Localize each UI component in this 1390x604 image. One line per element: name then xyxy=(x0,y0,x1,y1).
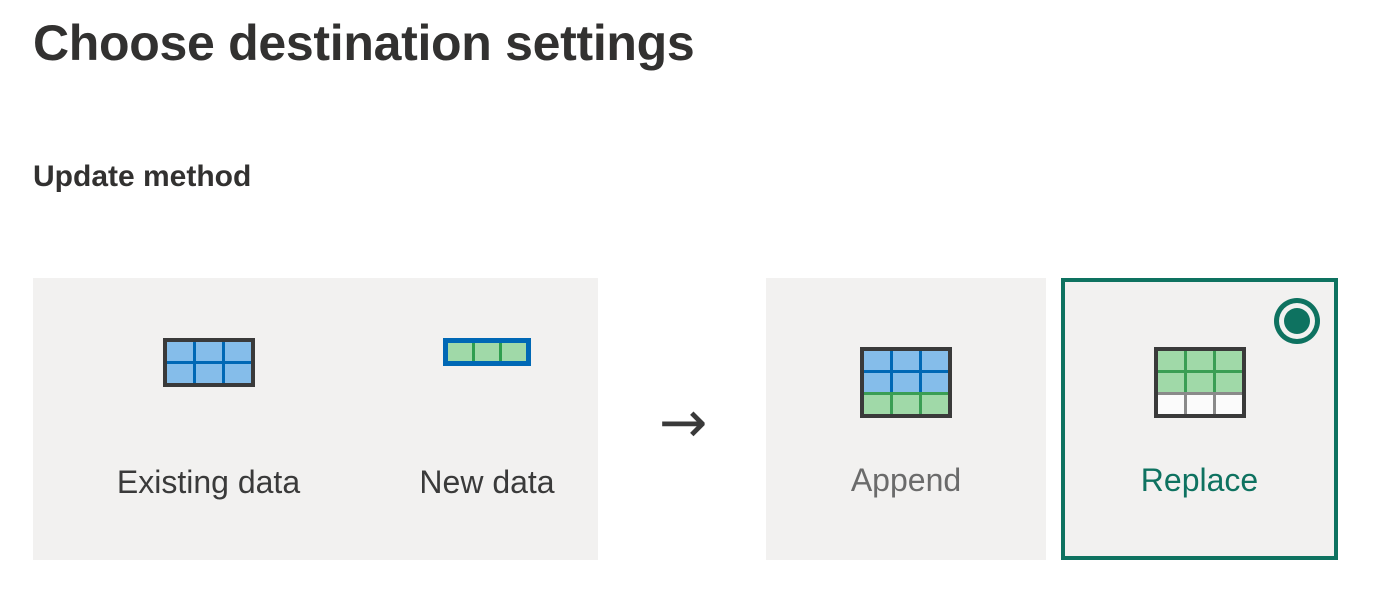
radio-selected-icon[interactable] xyxy=(1274,298,1320,344)
existing-data-label: Existing data xyxy=(116,464,301,500)
section-title-update-method: Update method xyxy=(33,160,252,193)
option-new-data: New data xyxy=(351,338,623,501)
append-card-label: Append xyxy=(850,461,962,498)
grid-3x1-green-icon xyxy=(443,338,531,366)
replace-card-content: Replace xyxy=(1065,282,1334,556)
append-icon-slot xyxy=(860,340,952,426)
method-card-append[interactable]: Append xyxy=(766,278,1046,560)
grid-append-icon xyxy=(860,347,952,418)
grid-replace-icon xyxy=(1153,347,1246,418)
replace-icon-slot xyxy=(1153,340,1246,426)
replace-card-label: Replace xyxy=(1140,461,1259,498)
page-title: Choose destination settings xyxy=(33,15,695,71)
method-card-replace[interactable]: Replace xyxy=(1061,278,1338,560)
new-data-label: New data xyxy=(419,464,555,500)
existing-data-icon-slot xyxy=(66,338,351,398)
grid-3x2-blue-icon xyxy=(162,338,255,387)
source-data-panel: Existing data New data xyxy=(33,278,598,560)
append-card-content: Append xyxy=(766,278,1046,560)
option-existing-data: Existing data xyxy=(66,338,351,501)
new-data-icon-slot xyxy=(351,338,623,398)
arrow-right-icon: → xyxy=(658,388,708,456)
